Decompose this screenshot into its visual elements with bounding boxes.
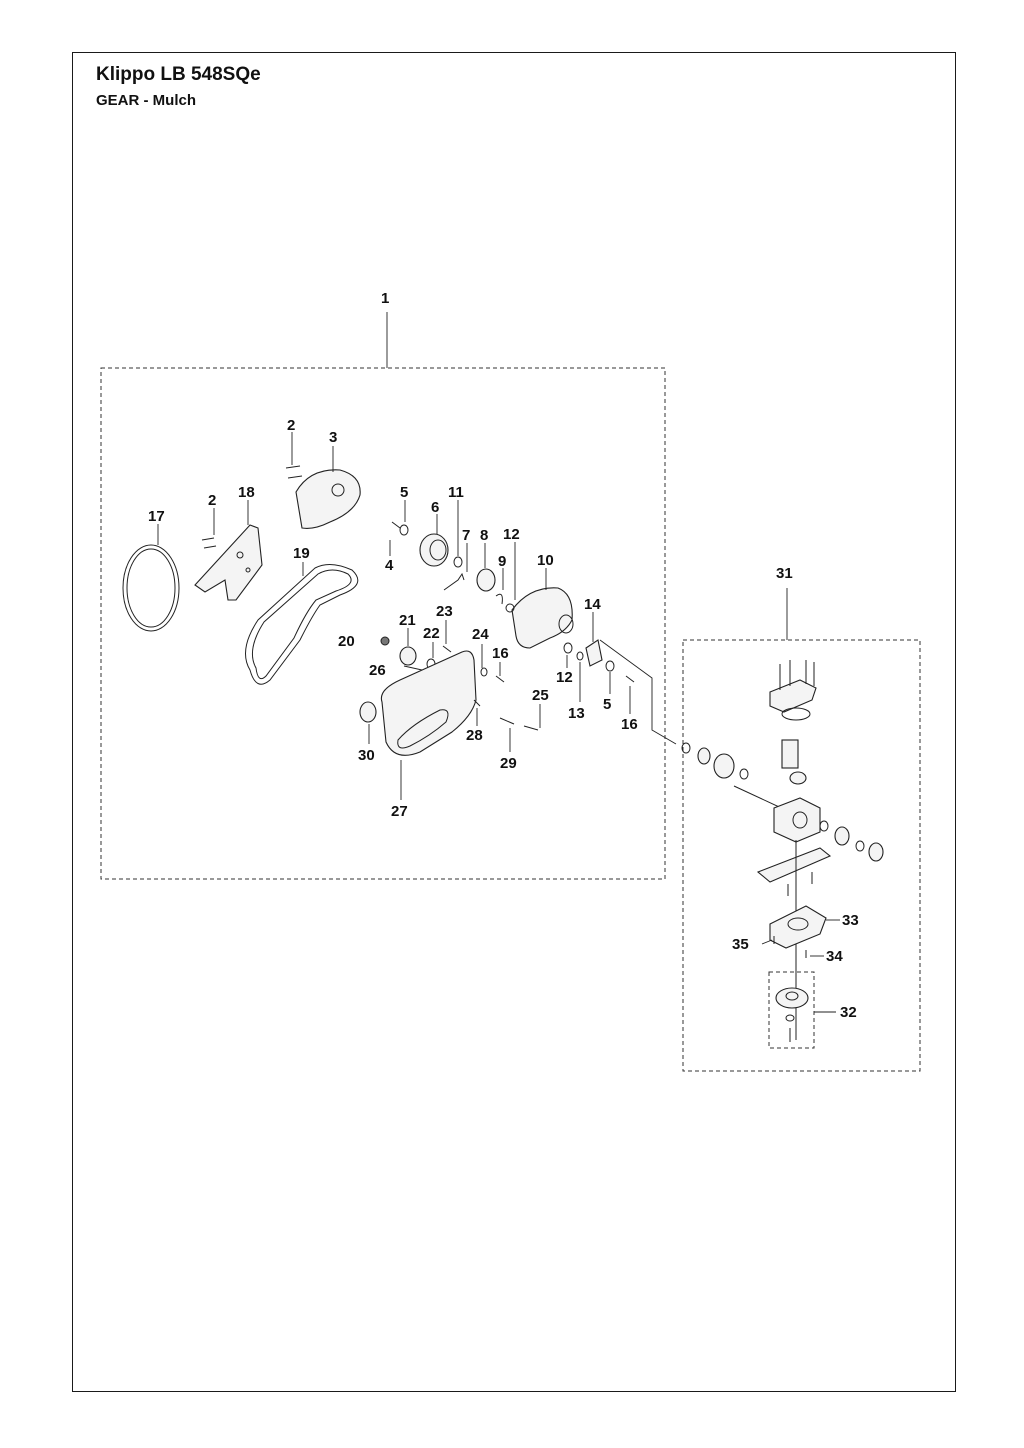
callout-6: 6 [431, 499, 439, 516]
callout-20: 20 [338, 633, 355, 650]
callout-35: 35 [732, 936, 749, 953]
callout-1: 1 [381, 290, 389, 307]
page-title: Klippo LB 548SQe [96, 64, 261, 85]
callout-19: 19 [293, 545, 310, 562]
part-33-base [761, 905, 840, 958]
callout-27: 27 [391, 803, 408, 820]
page-frame [72, 52, 956, 1392]
callout-25: 25 [532, 687, 549, 704]
callout-8: 8 [480, 527, 488, 544]
part-3-cover [285, 432, 361, 529]
part-30-wheel [359, 701, 377, 744]
part-18-bracket [194, 500, 263, 601]
callout-34: 34 [826, 948, 843, 965]
part-6-pulley [419, 514, 449, 567]
callout-18: 18 [238, 484, 255, 501]
callout-31: 31 [776, 565, 793, 582]
part-12-13-14-hardware [563, 612, 677, 745]
part-17-belt [122, 524, 180, 632]
assembly-31-box [682, 639, 921, 1072]
callout-10: 10 [537, 552, 554, 569]
callout-13: 13 [568, 705, 585, 722]
callout-29: 29 [500, 755, 517, 772]
part-25-28-29-hardware [473, 699, 541, 752]
part-19-v-belt [245, 562, 359, 685]
callout-26: 26 [369, 662, 386, 679]
assembly-1-box [100, 367, 666, 880]
callout-30: 30 [358, 747, 375, 764]
part-20-26-hardware [380, 620, 505, 683]
callout-12: 12 [556, 669, 573, 686]
part-27-belt-cover [380, 650, 477, 800]
callout-32: 32 [840, 1004, 857, 1021]
callout-24: 24 [472, 626, 489, 643]
part-7-8-9-11-hardware [443, 500, 504, 605]
callout-16: 16 [621, 716, 638, 733]
part-32-blade-hub [775, 987, 809, 1042]
callout-14: 14 [584, 596, 601, 613]
callout-2: 2 [208, 492, 216, 509]
callout-2: 2 [287, 417, 295, 434]
callout-5: 5 [400, 484, 408, 501]
callout-23: 23 [436, 603, 453, 620]
callout-labels: 1 2 3 2 18 17 19 5 11 6 7 8 12 4 9 10 14… [148, 290, 859, 1021]
part-10-gear-housing [505, 542, 574, 649]
callout-21: 21 [399, 612, 416, 629]
callout-11: 11 [448, 484, 464, 501]
page-subtitle: GEAR - Mulch [96, 92, 196, 109]
callout-4: 4 [385, 557, 394, 574]
callout-9: 9 [498, 553, 506, 570]
callout-5: 5 [603, 696, 611, 713]
callout-33: 33 [842, 912, 859, 929]
callout-12: 12 [503, 526, 520, 543]
part-4-5-fasteners [389, 500, 409, 556]
callout-28: 28 [466, 727, 483, 744]
assembly-32-box [768, 971, 815, 1049]
part-31-gearbox [681, 660, 884, 1040]
callout-17: 17 [148, 508, 165, 525]
callout-3: 3 [329, 429, 337, 446]
callout-7: 7 [462, 527, 470, 544]
callout-16: 16 [492, 645, 509, 662]
callout-22: 22 [423, 625, 440, 642]
